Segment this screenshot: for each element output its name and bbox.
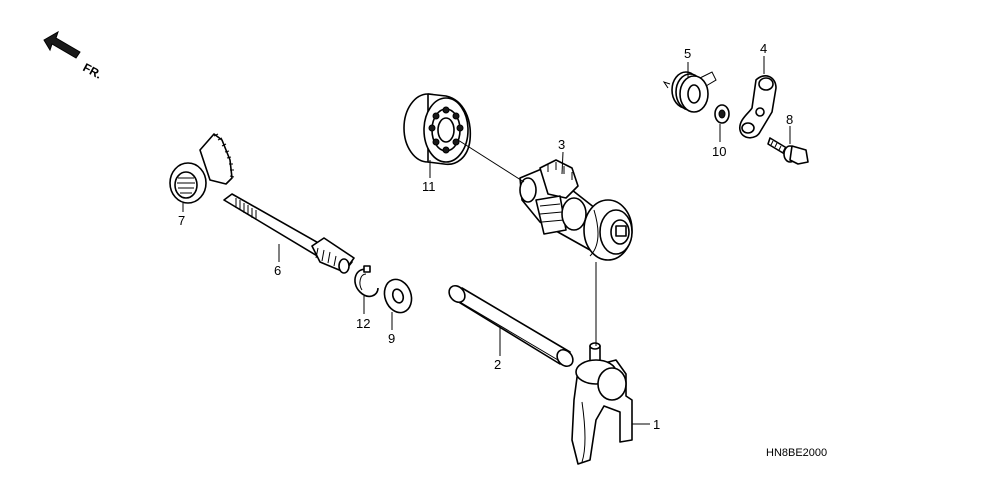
callout-7: 7: [178, 213, 185, 228]
callout-2: 2: [494, 357, 501, 372]
part-7-gear-segment[interactable]: [169, 133, 235, 204]
callout-leaders: [182, 56, 791, 425]
assembly-line-bearing-drum: [457, 139, 525, 183]
callout-11: 11: [422, 179, 436, 194]
part-1-shift-fork[interactable]: [571, 342, 633, 465]
callout-6: 6: [274, 263, 281, 278]
callout-4: 4: [760, 41, 767, 56]
callout-9: 9: [388, 331, 395, 346]
part-11-bearing[interactable]: [403, 93, 472, 166]
part-4-stopper-arm[interactable]: [739, 75, 777, 139]
diagram-code: HN8BE2000: [766, 447, 827, 459]
part-8-bolt[interactable]: [767, 137, 809, 165]
part-10-collar[interactable]: [714, 104, 730, 124]
callout-10: 10: [712, 144, 726, 159]
part-6-shift-shaft[interactable]: [223, 193, 355, 274]
part-3-shift-drum[interactable]: [519, 159, 633, 261]
part-12-circlip[interactable]: [354, 265, 379, 298]
front-label: FR.: [81, 60, 105, 81]
callout-5: 5: [684, 46, 691, 61]
callout-12: 12: [356, 316, 370, 331]
callout-3: 3: [558, 137, 565, 152]
part-5-spring[interactable]: [662, 71, 717, 113]
callout-8: 8: [786, 112, 793, 127]
part-9-washer[interactable]: [380, 276, 416, 317]
part-2-guide-shaft[interactable]: [446, 283, 576, 370]
front-arrow-icon: FR.: [43, 30, 105, 82]
callout-1: 1: [653, 417, 660, 432]
